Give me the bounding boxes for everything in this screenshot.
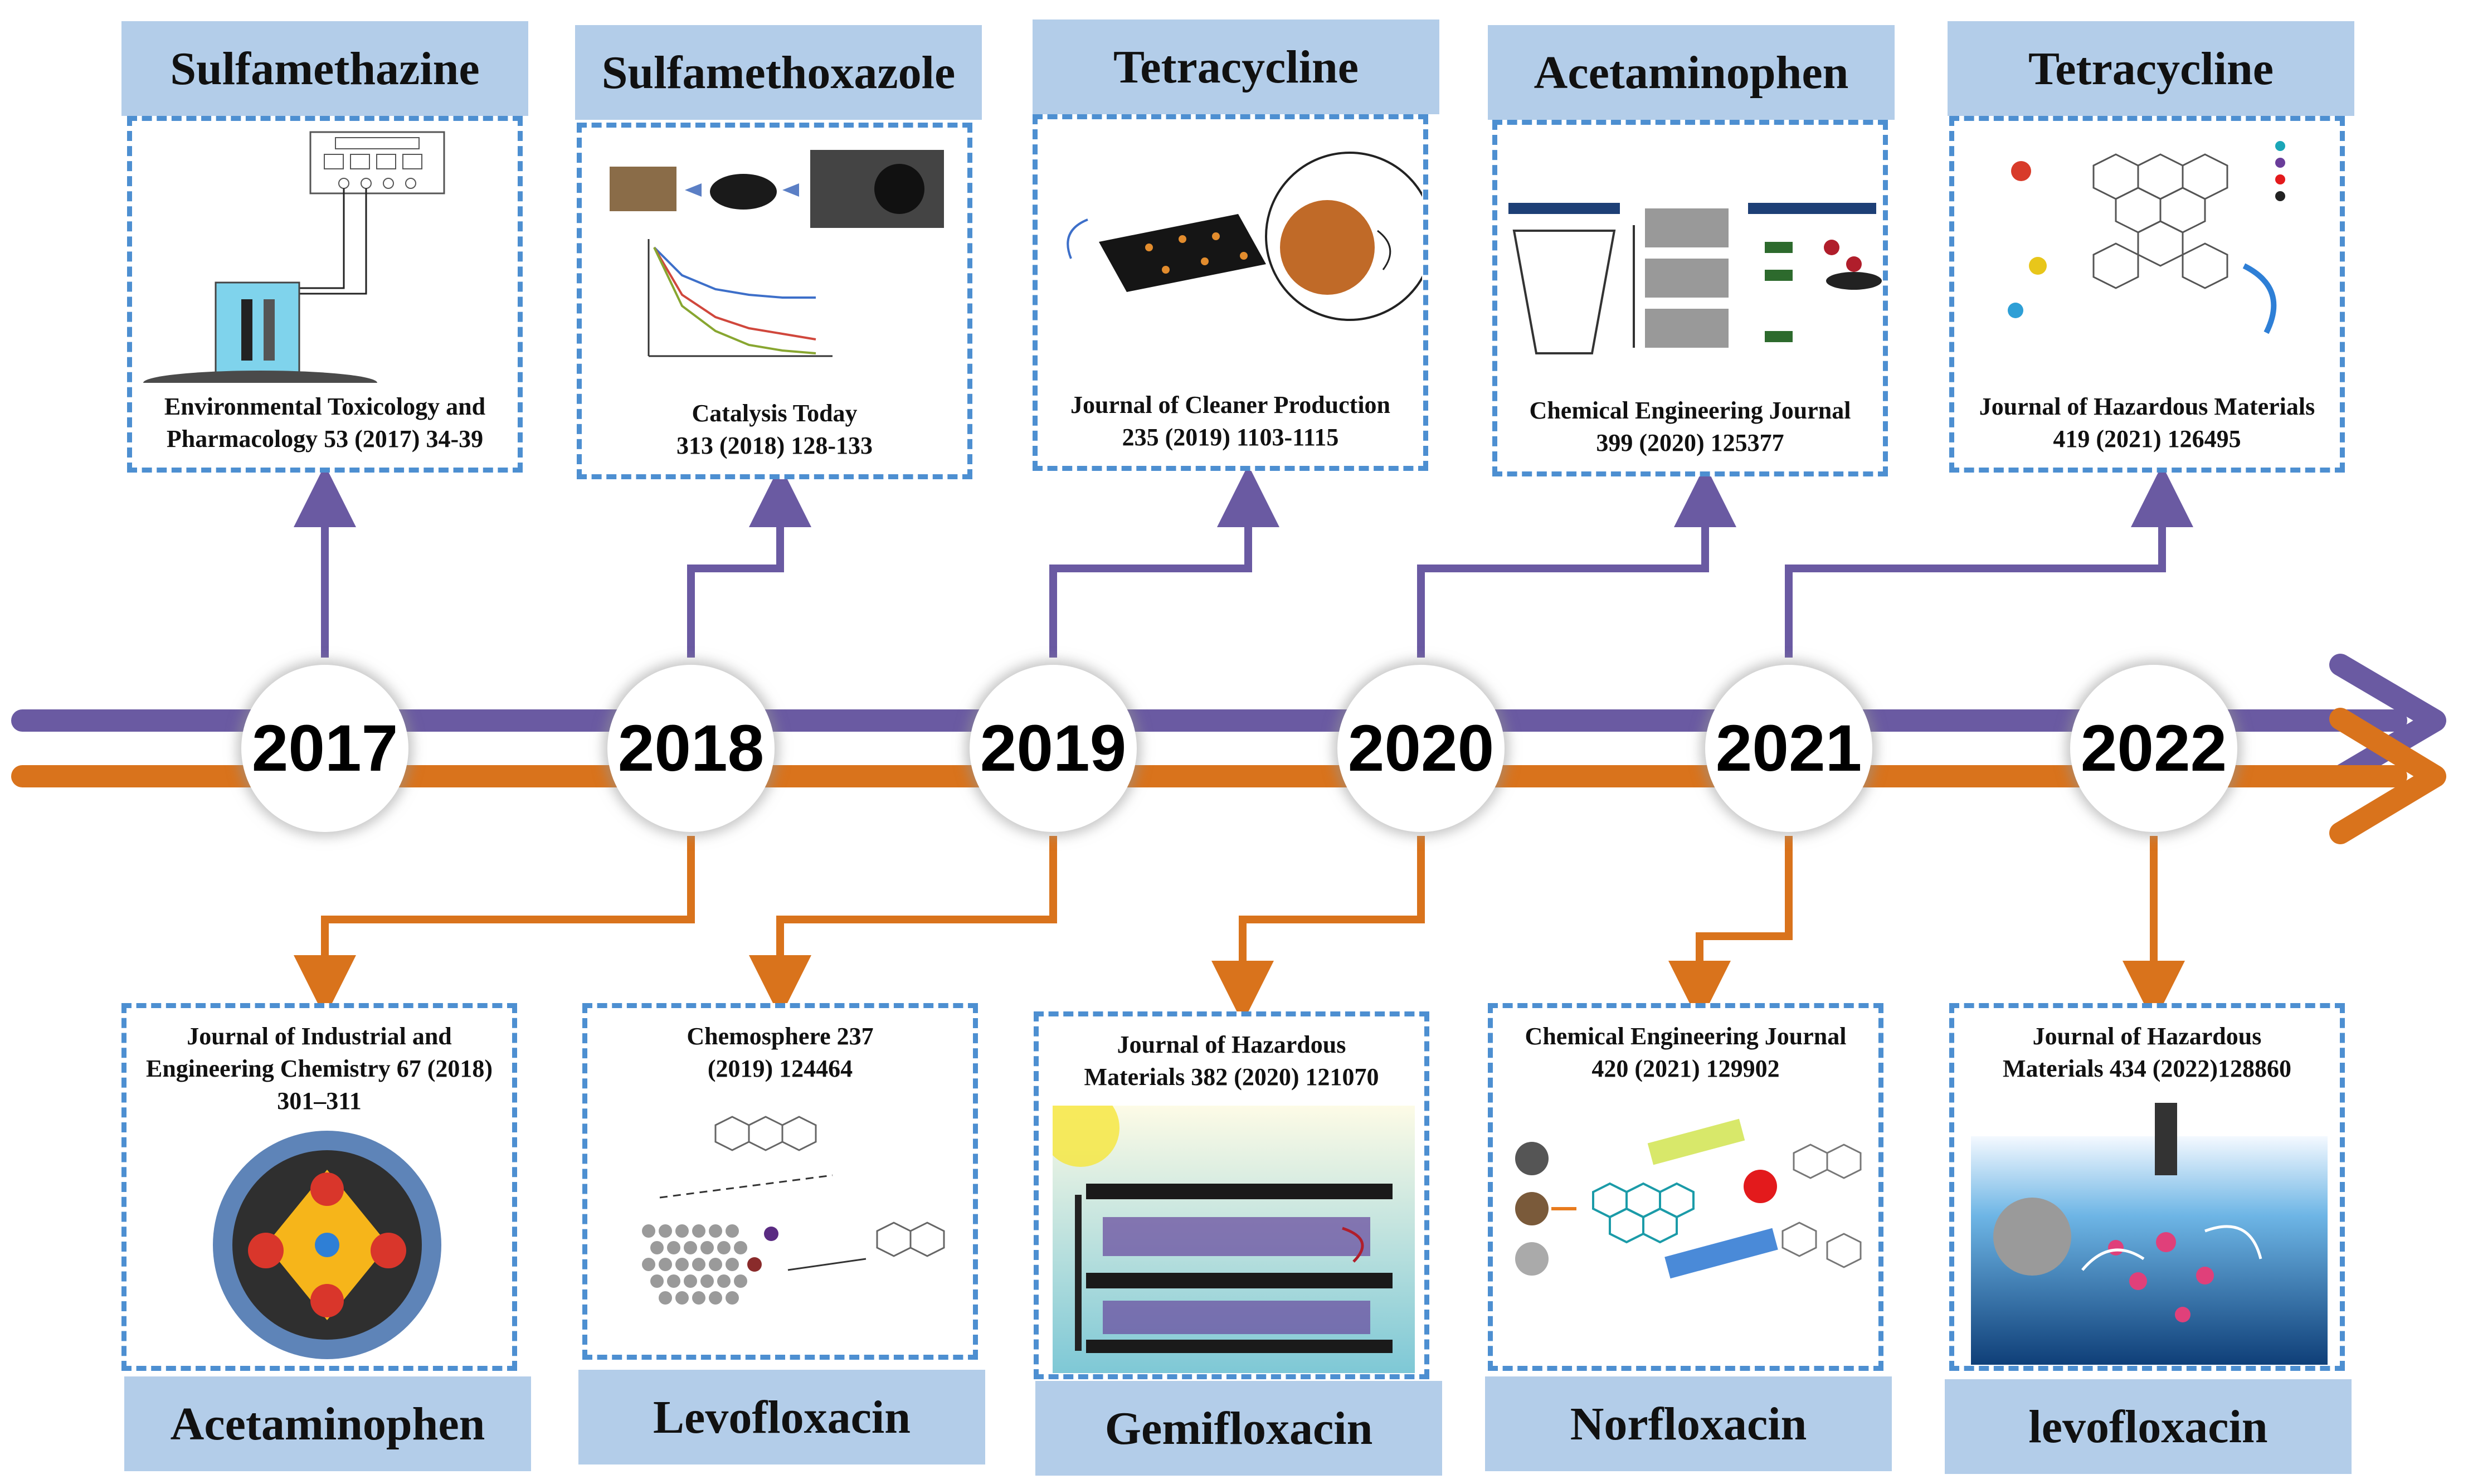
connector-2020-bottom <box>1211 836 1425 1023</box>
norfloxacin-mechanism-figure <box>1515 1118 1862 1279</box>
bottom-journal-ref-4: Chemical Engineering Journal 420 (2021) … <box>1525 1023 1847 1082</box>
bottom-card-3: Journal of Hazardous Materials 382 (2020… <box>1034 1011 1429 1379</box>
top-compound-title-2: Sulfamethoxazole <box>575 25 982 120</box>
stirrer-plate <box>143 371 377 383</box>
bottom-journal-ref-2: Chemosphere 237 (2019) 124464 <box>687 1023 874 1082</box>
top-card-5: Journal of Hazardous Materials 419 (2021… <box>1949 116 2345 473</box>
top-card-1: Environmental Toxicology and Pharmacolog… <box>127 116 523 473</box>
year-2020: 2020 <box>1337 665 1505 832</box>
bottom-journal-ref-3: Journal of Hazardous Materials 382 (2020… <box>1084 1031 1379 1091</box>
connector-2020-top <box>1417 465 1736 658</box>
connector-2021-top <box>1785 465 2193 658</box>
connector-2019-top <box>1049 465 1279 658</box>
top-card-3: Journal of Cleaner Production 235 (2019)… <box>1033 114 1428 471</box>
bottom-compound-title-2: Levofloxacin <box>578 1370 985 1464</box>
graphitic-nitrogen-figure <box>2008 141 2285 334</box>
top-journal-ref-5: Journal of Hazardous Materials 419 (2021… <box>1979 393 2315 453</box>
bottom-journal-ref-1: Journal of Industrial and Engineering Ch… <box>145 1023 493 1115</box>
orange-timeline-arrowhead <box>2329 708 2446 844</box>
year-2017: 2017 <box>241 665 408 832</box>
beaker <box>215 281 300 378</box>
catalysis-degradation-figure <box>610 150 944 357</box>
levofloxacin-adsorption-figure <box>642 1116 945 1305</box>
top-journal-ref-1: Environmental Toxicology and Pharmacolog… <box>164 393 486 453</box>
top-compound-title-1: Sulfamethazine <box>121 21 528 116</box>
bottom-journal-ref-5: Journal of Hazardous Materials 434 (2022… <box>2002 1023 2292 1082</box>
bottom-compound-title-4: Norfloxacin <box>1485 1376 1892 1471</box>
top-journal-ref-2: Catalysis Today 313 (2018) 128-133 <box>676 400 873 459</box>
bottom-card-2: Chemosphere 237 (2019) 124464 <box>582 1003 978 1360</box>
year-2022: 2022 <box>2070 665 2237 832</box>
top-compound-title-3: Tetracycline <box>1033 20 1439 114</box>
bottom-card-4: Chemical Engineering Journal 420 (2021) … <box>1488 1003 1883 1371</box>
year-2018: 2018 <box>607 665 775 832</box>
top-compound-title-5: Tetracycline <box>1948 21 2354 116</box>
top-compound-title-4: Acetaminophen <box>1488 25 1895 120</box>
top-card-2: Catalysis Today 313 (2018) 128-133 <box>577 123 972 479</box>
connector-2021-bottom <box>1668 836 1793 1023</box>
bottom-card-5: Journal of Hazardous Materials 434 (2022… <box>1949 1003 2345 1371</box>
electrochemical-setup-figure <box>143 131 445 383</box>
fe-c-bads-figure <box>213 1131 441 1359</box>
biochar-tetracycline-figure <box>1067 152 1422 321</box>
bottom-compound-title-3: Gemifloxacin <box>1035 1381 1442 1476</box>
connector-2018-bottom <box>294 836 695 1018</box>
bottom-compound-title-1: Acetaminophen <box>124 1376 531 1471</box>
ldh-photocatalysis-figure <box>1053 1106 1415 1373</box>
bottom-card-1: Journal of Industrial and Engineering Ch… <box>121 1003 517 1371</box>
ultrasound-degradation-figure <box>1971 1103 2328 1365</box>
top-journal-ref-3: Journal of Cleaner Production 235 (2019)… <box>1070 391 1391 451</box>
top-journal-ref-4: Chemical Engineering Journal 399 (2020) … <box>1529 397 1851 456</box>
connector-2019-bottom <box>749 836 1057 1018</box>
biochar-modification-figure <box>1508 203 1882 354</box>
purple-timeline-arrowhead <box>2329 654 2446 787</box>
connector-2018-top <box>687 465 811 658</box>
year-2019: 2019 <box>970 665 1137 832</box>
year-2021: 2021 <box>1705 665 1872 832</box>
bottom-compound-title-5: levofloxacin <box>1945 1379 2352 1474</box>
top-card-4: Chemical Engineering Journal 399 (2020) … <box>1492 120 1888 476</box>
